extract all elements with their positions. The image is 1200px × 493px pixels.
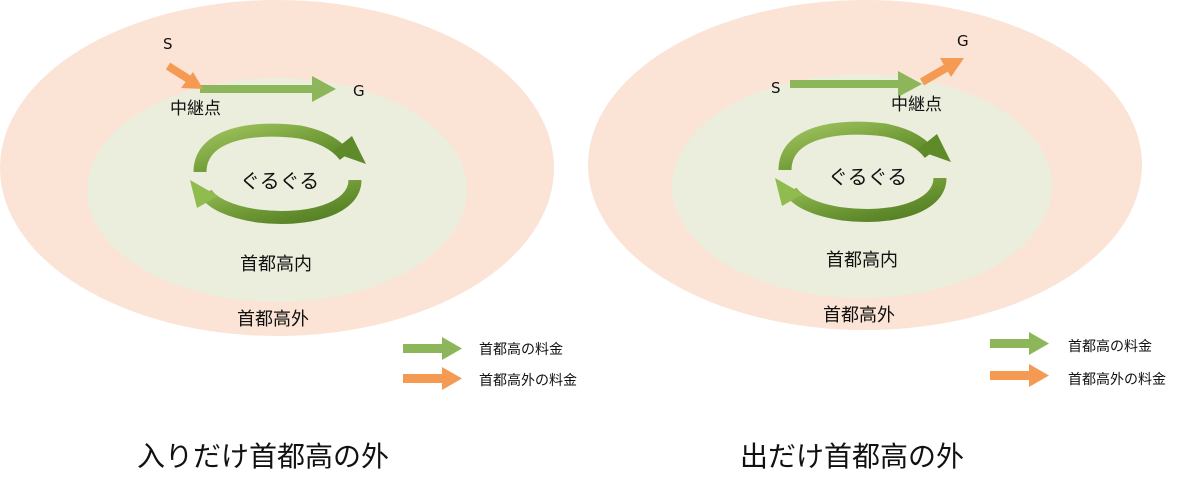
right-panel: S G 中継点 ぐるぐる 首都高内 首都高外 首都高の料金 首都高外の料金: [588, 0, 1166, 473]
inner-zone: [672, 74, 1052, 298]
legend-green-label: 首都高の料金: [1068, 338, 1152, 355]
panel-caption: 入りだけ首都高の外: [137, 440, 389, 473]
legend-orange-label: 首都高外の料金: [479, 372, 577, 389]
goal-label: G: [353, 82, 365, 100]
outer-zone-label: 首都高外: [823, 305, 895, 326]
inner-zone: [87, 78, 467, 302]
start-label: S: [771, 79, 781, 97]
legend: 首都高の料金 首都高外の料金: [403, 337, 577, 390]
start-label: S: [163, 35, 173, 53]
orange-route-arrow: [165, 62, 203, 89]
green-route-arrow: [790, 71, 922, 97]
green-route-arrow: [200, 76, 336, 102]
left-panel: S G 中継点 ぐるぐる 首都高内 首都高外 首都高の料金 首都高外の料金: [0, 0, 577, 473]
legend-orange-arrow: [990, 364, 1049, 387]
loop-arrows: [190, 123, 366, 224]
orange-route-arrow: [919, 58, 964, 86]
legend-orange-label: 首都高外の料金: [1068, 371, 1166, 388]
legend-green-label: 首都高の料金: [479, 341, 563, 358]
legend-green-arrow: [990, 332, 1049, 355]
goal-label: G: [957, 32, 969, 50]
panel-caption: 出だけ首都高の外: [740, 440, 964, 473]
loop-label: ぐるぐる: [240, 169, 319, 193]
inner-zone-label: 首都高内: [826, 250, 898, 271]
legend-orange-arrow: [403, 367, 462, 390]
legend: 首都高の料金 首都高外の料金: [990, 332, 1166, 388]
outer-zone-label: 首都高外: [237, 309, 309, 330]
relay-label: 中継点: [170, 99, 221, 119]
inner-zone-label: 首都高内: [240, 254, 312, 275]
legend-green-arrow: [403, 337, 462, 360]
loop-label: ぐるぐる: [828, 165, 907, 189]
loop-arrows: [775, 121, 951, 222]
relay-label: 中継点: [891, 95, 942, 115]
